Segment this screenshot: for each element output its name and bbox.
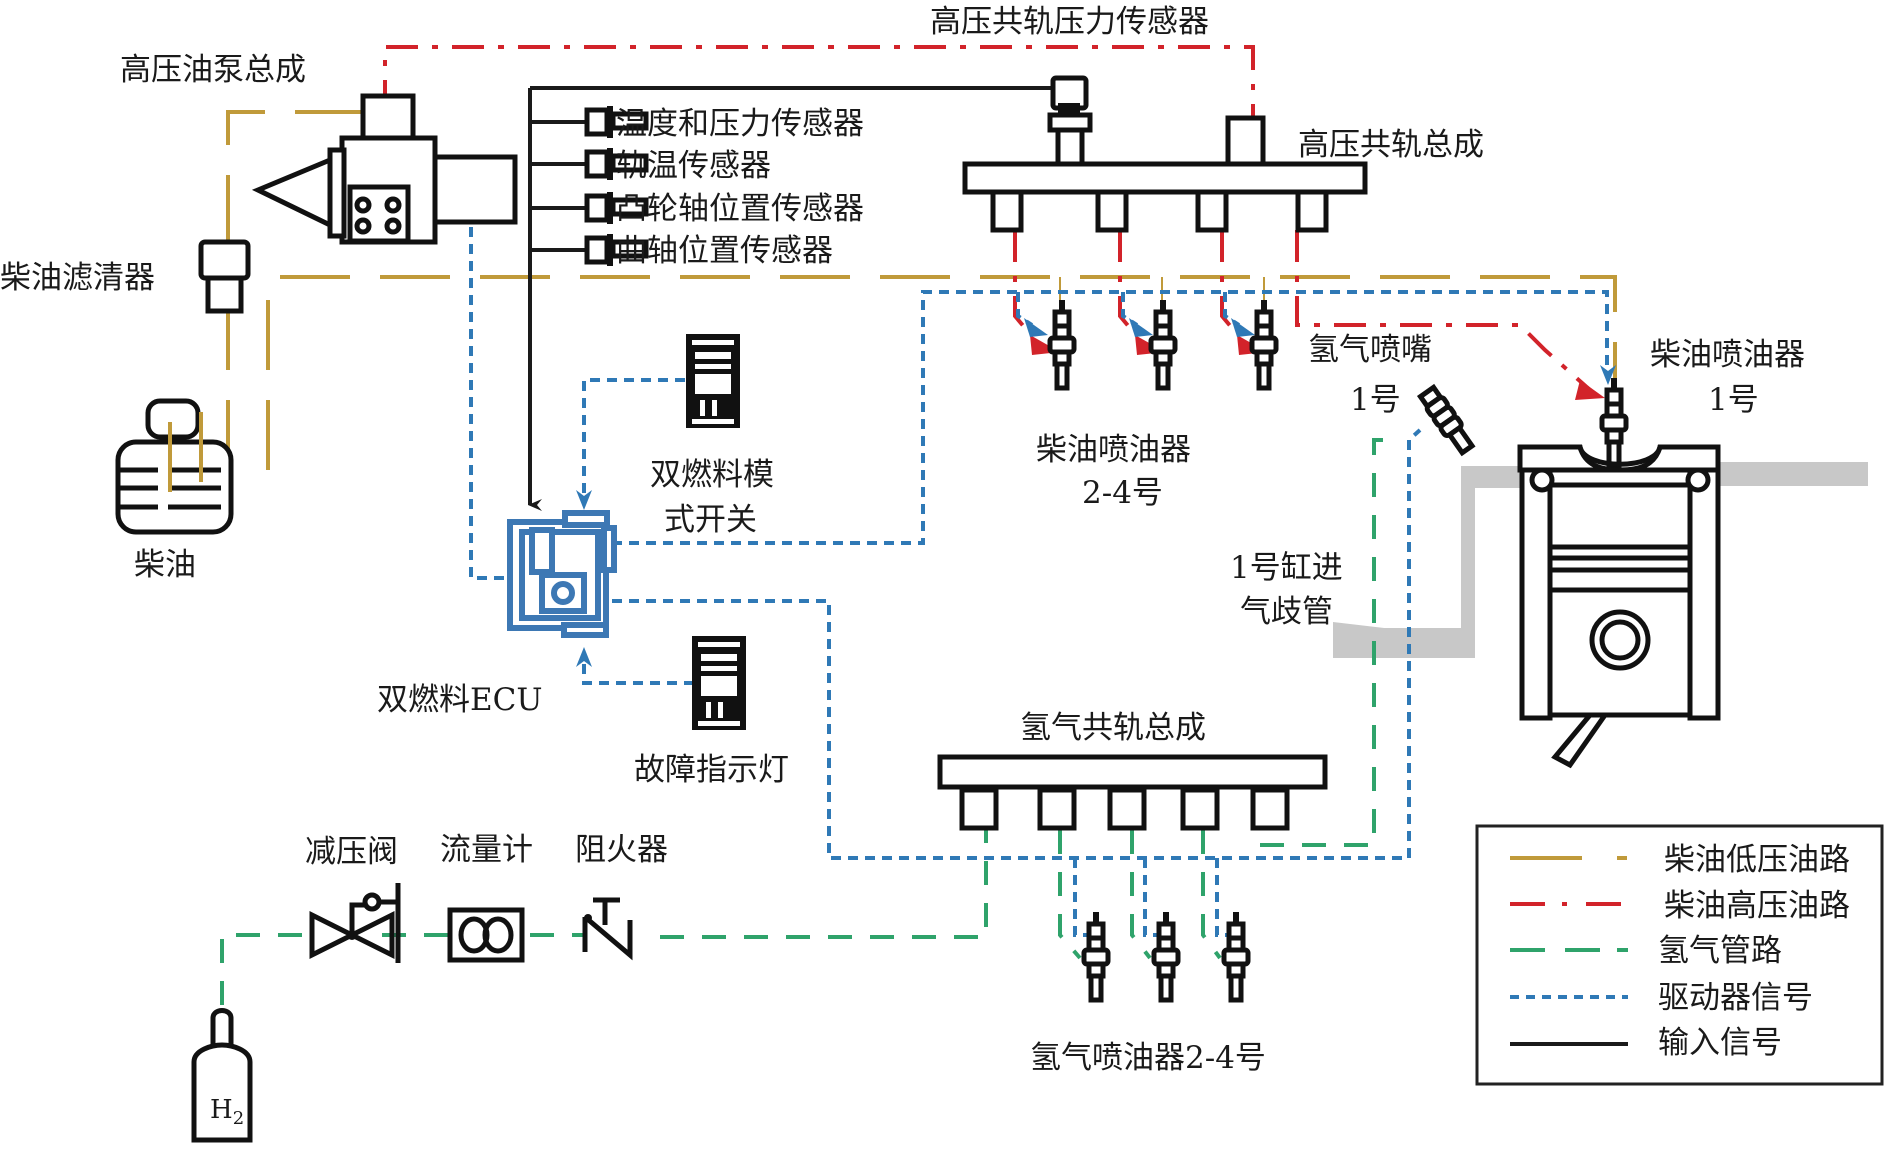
label-h2-tank: H2 <box>210 1095 244 1129</box>
label-h2-nozzle-1: 氢气喷嘴 <box>1308 332 1432 368</box>
hydrogen-injectors-2-4 <box>1081 912 1251 1003</box>
svg-text:驱动器信号: 驱动器信号 <box>1658 980 1813 1016</box>
label-fault-lamp: 故障指示灯 <box>634 752 789 788</box>
label-hp-pump: 高压油泵总成 <box>120 52 306 88</box>
hydrogen-lines <box>220 438 1400 1005</box>
mode-switch <box>686 334 740 428</box>
input-signal-lines <box>528 86 1063 511</box>
label-diesel-injectors-2-4: 柴油喷油器 <box>1036 432 1191 468</box>
label-hp-rail: 高压共轨总成 <box>1298 127 1484 163</box>
legend: 柴油低压油路 柴油高压油路 氢气管路 驱动器信号 输入信号 <box>1475 824 1884 1086</box>
legend-item-diesel-low: 柴油低压油路 <box>1510 842 1850 878</box>
label-diesel-filter: 柴油滤清器 <box>0 260 155 296</box>
legend-item-diesel-high: 柴油高压油路 <box>1510 888 1850 924</box>
high-pressure-pump <box>251 93 518 245</box>
label-flow-meter: 流量计 <box>440 832 533 868</box>
svg-text:柴油低压油路: 柴油低压油路 <box>1664 842 1850 878</box>
label-h2-rail: 氢气共轨总成 <box>1020 710 1206 746</box>
flow-meter <box>447 907 525 963</box>
svg-text:输入信号: 输入信号 <box>1658 1025 1782 1061</box>
sensor-temp-pressure-icon <box>584 106 649 138</box>
legend-item-hydrogen: 氢气管路 <box>1510 933 1782 969</box>
hydrogen-rail <box>937 754 1328 831</box>
diesel-injector-1 <box>1599 378 1629 469</box>
label-intake-manifold-sub: 气歧管 <box>1240 594 1333 630</box>
high-pressure-rail <box>962 75 1368 233</box>
dual-fuel-ecu <box>507 510 617 638</box>
label-ecu: 双燃料ECU <box>377 682 542 718</box>
hydrogen-tank <box>191 1008 253 1143</box>
diesel-filter <box>198 239 251 314</box>
label-sensor-rail-temp: 轨温传感器 <box>616 148 771 184</box>
label-sensor-cam: 凸轮轴位置传感器 <box>616 191 864 227</box>
label-diesel-injector-1: 柴油喷油器 <box>1650 337 1805 373</box>
label-sensor-crank: 曲轴位置传感器 <box>616 233 833 269</box>
label-diesel-injectors-2-4-sub: 2-4号 <box>1082 475 1163 511</box>
label-pressure-valve: 减压阀 <box>305 834 398 870</box>
intake-manifold <box>1333 462 1868 658</box>
legend-item-driver-signal: 驱动器信号 <box>1510 980 1813 1016</box>
svg-text:氢气管路: 氢气管路 <box>1658 933 1782 969</box>
fault-lamp <box>692 636 746 730</box>
label-h2-injectors: 氢气喷油器2-4号 <box>1030 1040 1266 1076</box>
driver-signal-lines <box>469 210 1616 937</box>
engine-cylinder <box>1517 444 1721 769</box>
label-mode-switch-sub: 式开关 <box>664 502 757 538</box>
label-rail-pressure-sensor: 高压共轨压力传感器 <box>930 4 1209 40</box>
label-sensor-temp-pressure: 温度和压力传感器 <box>616 106 864 142</box>
label-h2-nozzle-1-sub: 1号 <box>1350 382 1401 418</box>
pressure-reducing-valve <box>309 883 401 963</box>
hydrogen-nozzle-1 <box>1416 383 1476 457</box>
label-flame-arrester: 阻火器 <box>575 832 668 868</box>
sensor-cam-icon <box>584 192 649 224</box>
label-mode-switch: 双燃料模 <box>650 457 774 493</box>
svg-text:柴油高压油路: 柴油高压油路 <box>1664 888 1850 924</box>
diesel-tank <box>115 398 234 535</box>
label-diesel-injector-1-sub: 1号 <box>1708 382 1759 418</box>
sensor-crank-icon <box>584 234 649 266</box>
legend-item-input-signal: 输入信号 <box>1510 1025 1782 1061</box>
flame-arrester <box>582 897 633 961</box>
label-intake-manifold: 1号缸进 <box>1230 550 1343 586</box>
diesel-injectors-2-4 <box>1047 300 1279 391</box>
diesel-low-pressure-lines <box>226 110 1617 490</box>
sensor-rail-temp-icon <box>584 148 649 180</box>
label-diesel-tank: 柴油 <box>134 547 196 583</box>
